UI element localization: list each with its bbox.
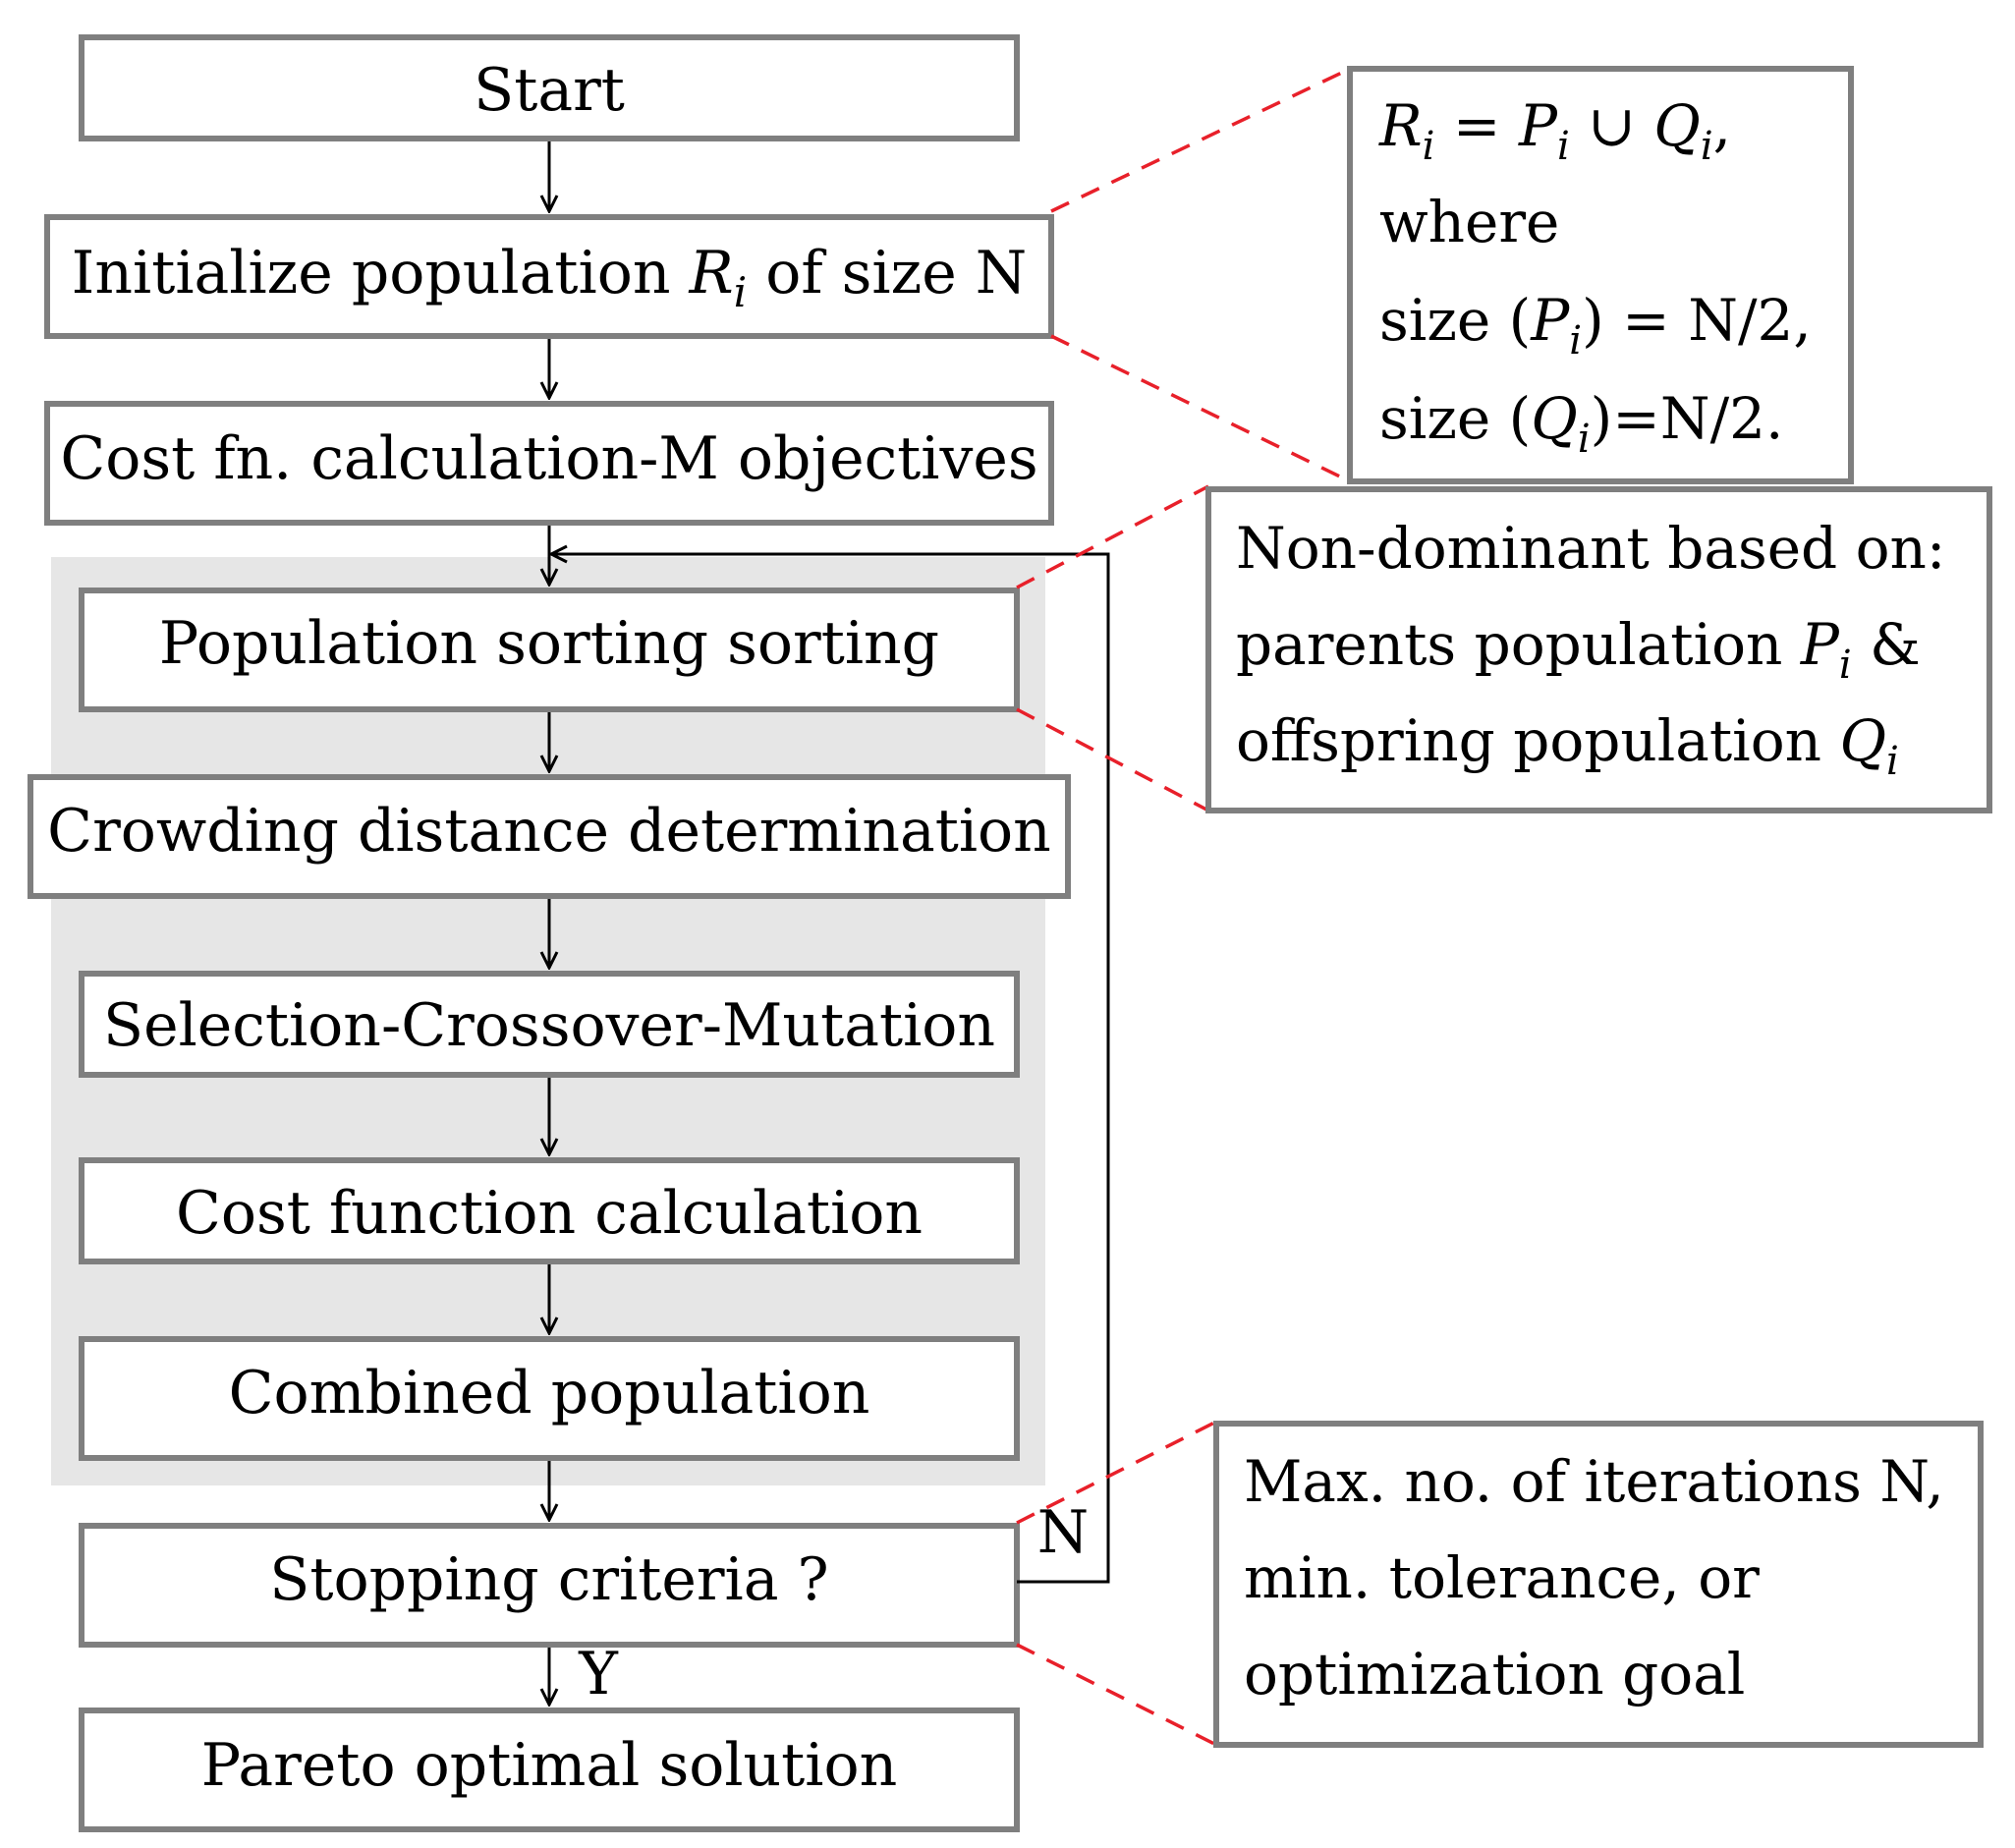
box-cost-m-label: Cost fn. calculation-M objectives [60,424,1037,493]
note-nondominant-line2: parents population Pi & [1236,611,1921,688]
box-pareto-label: Pareto optimal solution [201,1731,898,1800]
box-pareto-solution: Pareto optimal solution [79,1708,1020,1832]
box-cost-function: Cost function calculation [79,1157,1020,1264]
box-combined-population: Combined population [79,1336,1020,1461]
note-stopping-criteria: Max. no. of iterations N, min. tolerance… [1213,1421,1984,1748]
callout-line-stopping-bottom [1016,1643,1217,1747]
note-stopping-line3: optimization goal [1244,1641,1745,1708]
note-stopping-line2: min. tolerance, or [1244,1544,1760,1611]
note-non-dominant: Non-dominant based on: parents populatio… [1205,486,1992,813]
note-union-size-q: size (Qi)=N/2. [1379,385,1783,462]
box-start-label: Start [474,56,625,125]
note-union-size-p: size (Pi) = N/2, [1379,287,1812,364]
note-population-union: Ri = Pi ∪ Qi, where size (Pi) = N/2, siz… [1347,66,1854,484]
callout-line-union-bottom [1050,334,1351,483]
note-union-where: where [1379,189,1559,255]
branch-no-label: N [1037,1498,1090,1567]
box-stopping-criteria: Stopping criteria ? [79,1523,1020,1648]
arrow-loop-back [551,554,1110,1584]
box-cost-fn-label: Cost function calculation [176,1179,923,1248]
callout-line-nondominant-top [1016,484,1209,589]
box-selection-crossover-mutation: Selection-Crossover-Mutation [79,971,1020,1078]
box-cost-m-objectives: Cost fn. calculation-M objectives [44,401,1054,526]
callout-line-union-top [1050,67,1351,213]
callout-line-stopping-top [1016,1420,1217,1525]
box-combined-label: Combined population [229,1359,870,1428]
box-stopping-label: Stopping criteria ? [269,1545,828,1614]
box-sorting-label: Population sorting sorting [159,609,939,678]
box-start: Start [79,34,1020,141]
box-population-sorting: Population sorting sorting [79,588,1020,712]
callout-line-nondominant-bottom [1016,707,1209,812]
note-stopping-line1: Max. no. of iterations N, [1244,1448,1944,1515]
note-nondominant-line3: offspring population Qi [1236,707,1899,784]
box-crowding-distance: Crowding distance determination [28,774,1071,899]
box-selection-label: Selection-Crossover-Mutation [103,991,995,1060]
box-initialize-label: Initialize population Ri of size N [72,239,1028,316]
box-initialize: Initialize population Ri of size N [44,214,1054,339]
note-nondominant-line1: Non-dominant based on: [1236,515,1945,582]
note-union-equation: Ri = Pi ∪ Qi, [1378,92,1731,169]
branch-yes-label: Y [578,1640,619,1708]
box-crowding-label: Crowding distance determination [47,797,1051,866]
